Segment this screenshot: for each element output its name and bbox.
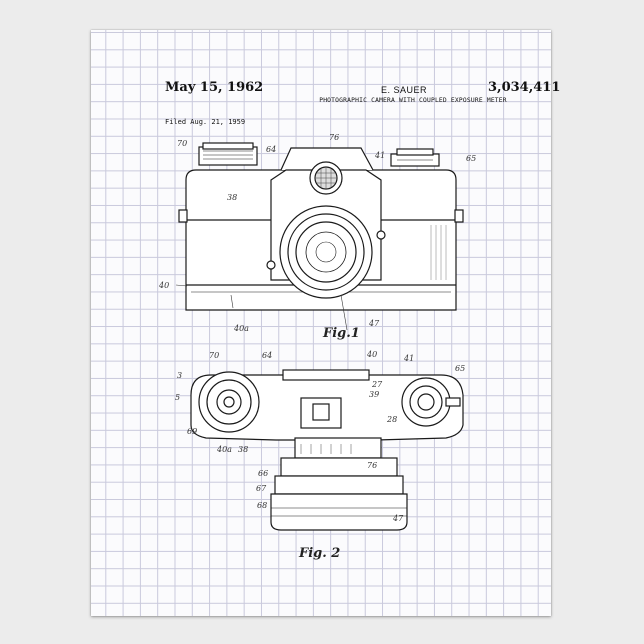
ref-64: 64 [266,145,276,154]
ref-40: 40 [158,281,169,290]
ref-47: 47 [392,514,404,523]
ref-69: 69 [187,427,197,436]
ref-28: 28 [386,415,397,424]
ref-38: 38 [238,445,248,454]
camera-drawings: Fig.1 [91,30,551,616]
ref-70: 70 [177,139,187,148]
ref-76: 76 [367,461,377,470]
ref-65: 65 [466,154,476,163]
ref-70: 70 [209,351,219,360]
ref-76: 76 [329,133,339,142]
ref-66: 66 [258,469,268,478]
ref-40a: 40a [233,324,249,333]
ref-27: 27 [371,380,383,389]
ref-40: 40 [366,350,377,359]
ref-39: 39 [369,390,379,399]
ref-68: 68 [257,501,267,510]
ref-64: 64 [262,351,272,360]
ref-65: 65 [455,364,465,373]
ref-3: 3 [177,371,182,380]
ref-41: 41 [374,151,385,160]
ref-47: 47 [368,319,380,328]
patent-poster: May 15, 1962 E. SAUER 3,034,411 PHOTOGRA… [91,30,551,616]
ref-40a: 40a [216,445,232,454]
fig2-label: Fig. 2 [298,546,340,561]
ref-41: 41 [403,354,414,363]
ref-38: 38 [227,193,237,202]
fig1-camera-front-drawing [176,143,463,330]
ref-5: 5 [175,393,180,402]
ref-67: 67 [256,484,267,493]
fig1-label: Fig.1 [322,326,360,341]
